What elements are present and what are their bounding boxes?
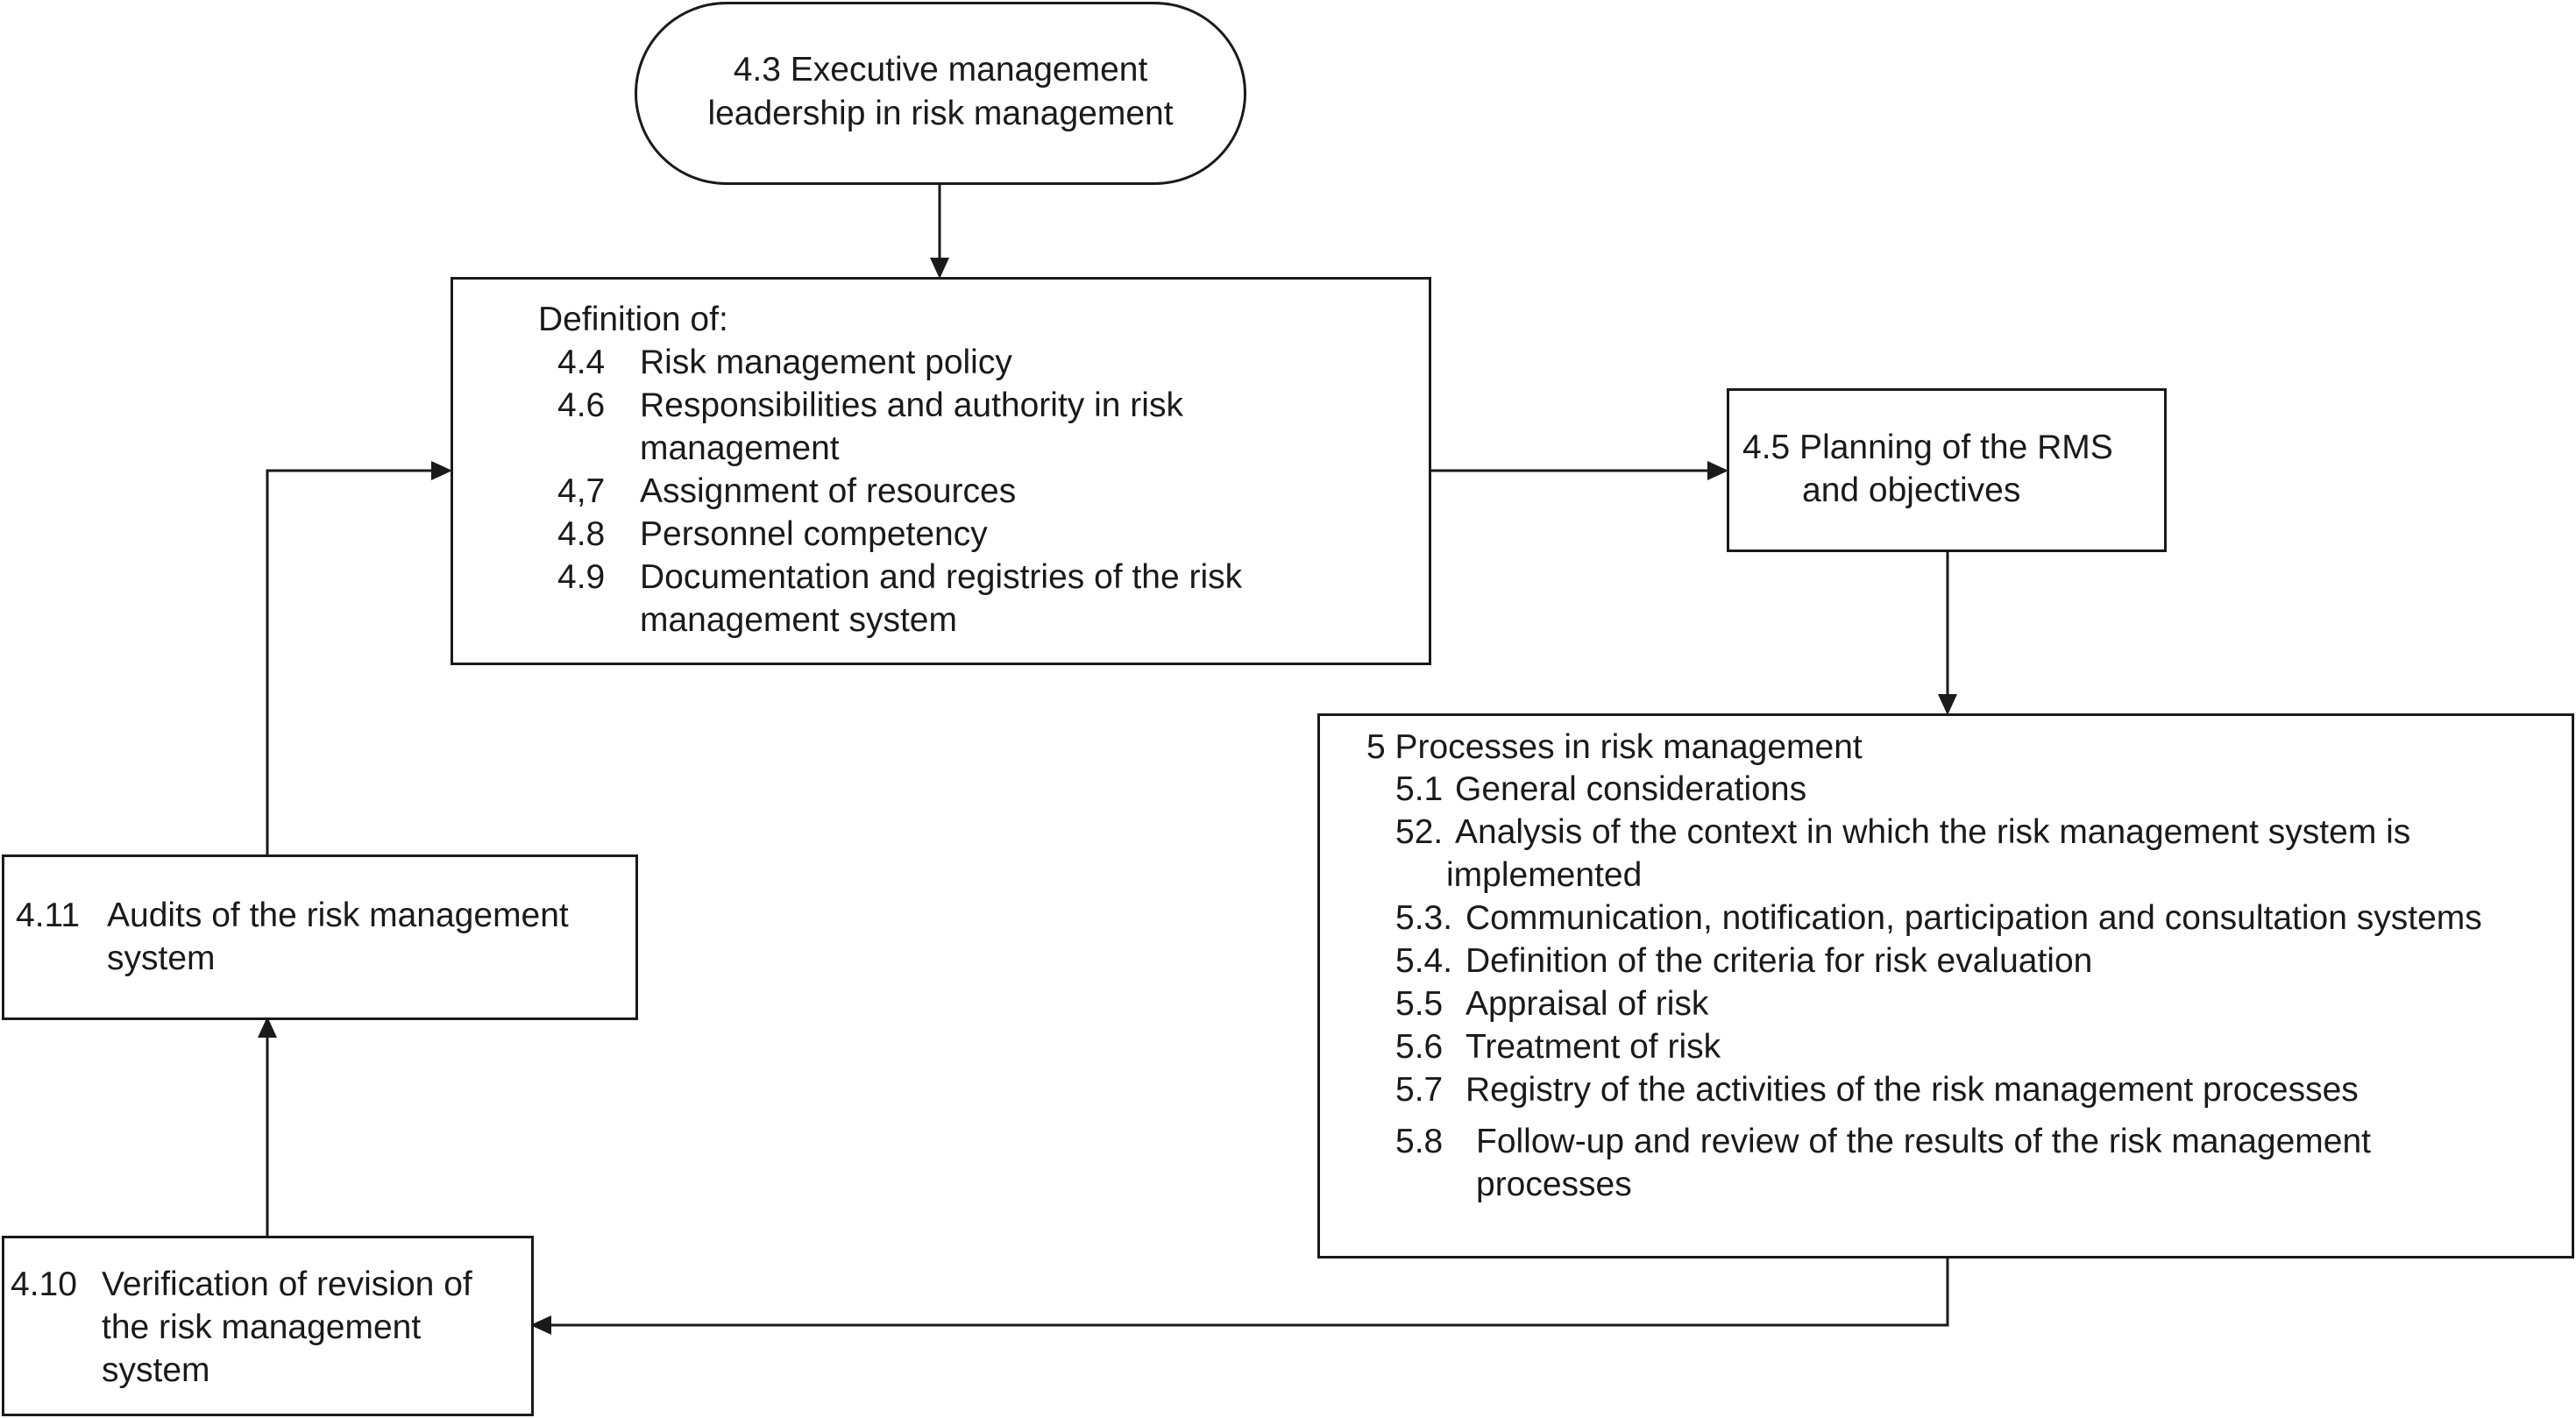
definition-item-text: Assignment of resources xyxy=(640,472,1017,510)
leadership-line-2: leadership in risk management xyxy=(707,95,1174,132)
leadership-line-1: 4.3 Executive management xyxy=(733,51,1148,89)
arrowhead-down-definition xyxy=(930,258,949,279)
process-item-number: 5.3. xyxy=(1395,899,1453,937)
leadership-node xyxy=(635,2,1246,185)
audits-number: 4.11 xyxy=(16,897,81,934)
arrowheads xyxy=(258,258,1957,1335)
arrowhead-right-definition xyxy=(431,461,452,480)
planning-line-2: and objectives xyxy=(1802,471,2021,509)
process-item-number: 52. xyxy=(1395,813,1444,851)
process-item-text-continued: processes xyxy=(1476,1166,1632,1203)
processes-heading: 5 Processes in risk management xyxy=(1366,728,1863,766)
definition-item-text-continued: management system xyxy=(640,601,957,639)
planning-line-1: 4.5 Planning of the RMS xyxy=(1742,429,2113,466)
definition-item-text: Risk management policy xyxy=(640,344,1012,381)
process-item-text: General considerations xyxy=(1455,770,1807,808)
definition-item-number: 4.6 xyxy=(557,386,606,424)
definition-heading: Definition of: xyxy=(538,301,728,338)
verification-line-3: system xyxy=(102,1351,210,1389)
audits-line-2: system xyxy=(107,939,216,977)
process-item-text: Definition of the criteria for risk eval… xyxy=(1465,942,2093,980)
definition-item-text: Responsibilities and authority in risk xyxy=(640,386,1183,424)
arrow-audits-to-definition xyxy=(266,469,449,854)
arrow-processes-to-verification xyxy=(534,1258,1949,1327)
process-item-number: 5.5 xyxy=(1395,985,1444,1023)
process-item-text: Treatment of risk xyxy=(1465,1028,1721,1066)
definition-node xyxy=(451,277,1431,665)
process-item-text: Follow-up and review of the results of t… xyxy=(1476,1123,2371,1160)
verification-node xyxy=(2,1236,534,1416)
arrowhead-right-planning xyxy=(1707,461,1728,480)
verification-line-1: Verification of revision of xyxy=(102,1266,472,1303)
verification-line-2: the risk management xyxy=(102,1308,422,1346)
definition-item-number: 4.8 xyxy=(557,515,606,553)
process-item-number: 5.8 xyxy=(1395,1123,1444,1160)
audits-line-1: Audits of the risk management xyxy=(107,897,569,934)
arrowhead-left-verification xyxy=(530,1315,551,1335)
process-item-number: 5.4. xyxy=(1395,942,1453,980)
process-item-number: 5.1 xyxy=(1395,770,1444,808)
process-item-text: Analysis of the context in which the ris… xyxy=(1455,813,2411,851)
definition-item-number: 4.9 xyxy=(557,558,606,596)
process-item-number: 5.6 xyxy=(1395,1028,1444,1066)
process-item-text: Appraisal of risk xyxy=(1465,985,1709,1023)
verification-number: 4.10 xyxy=(11,1266,77,1303)
definition-item-text: Personnel competency xyxy=(640,515,988,553)
definition-item-number: 4,7 xyxy=(557,472,606,510)
audits-node xyxy=(2,854,638,1020)
definition-item-number: 4.4 xyxy=(557,344,606,381)
arrowhead-up-audits xyxy=(258,1017,277,1038)
process-item-text: Registry of the activities of the risk m… xyxy=(1465,1071,2359,1109)
processes-node xyxy=(1317,713,2574,1258)
process-item-number: 5.7 xyxy=(1395,1071,1444,1109)
arrowhead-down-processes xyxy=(1938,694,1957,715)
process-item-text-continued: implemented xyxy=(1446,856,1643,894)
planning-node xyxy=(1727,388,2167,552)
definition-item-text-continued: management xyxy=(640,429,840,467)
process-item-text: Communication, notification, participati… xyxy=(1465,899,2482,937)
definition-item-text: Documentation and registries of the risk xyxy=(640,558,1243,596)
